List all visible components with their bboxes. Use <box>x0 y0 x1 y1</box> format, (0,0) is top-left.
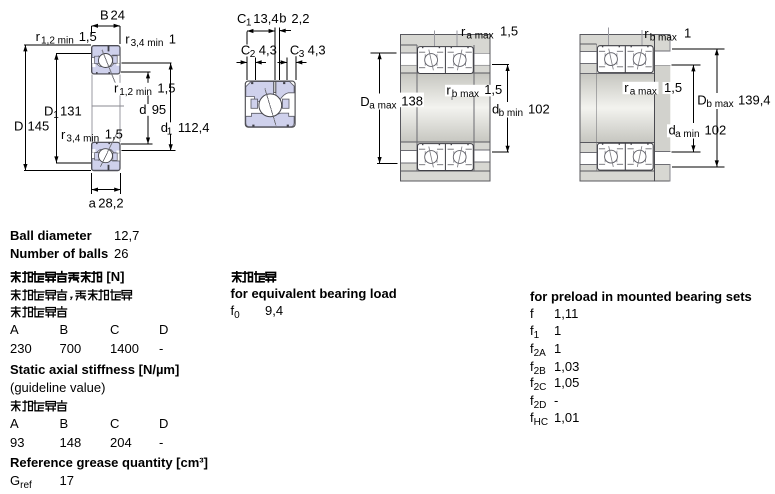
svg-text:1: 1 <box>684 26 691 41</box>
svg-text:b max: b max <box>452 89 479 100</box>
svg-text:D: D <box>44 104 53 119</box>
svg-text:D: D <box>697 93 706 108</box>
svg-text:r: r <box>446 83 451 98</box>
svg-text:1: 1 <box>53 110 59 121</box>
svg-text:4,3: 4,3 <box>259 42 277 57</box>
svg-text:24: 24 <box>111 8 125 23</box>
svg-text:95: 95 <box>152 102 166 117</box>
svg-text:138: 138 <box>401 94 423 109</box>
svg-text:139,4: 139,4 <box>738 92 771 107</box>
svg-text:D: D <box>14 119 23 134</box>
svg-text:1,5: 1,5 <box>79 29 97 44</box>
svg-text:2,2: 2,2 <box>291 11 309 26</box>
svg-text:b max: b max <box>706 99 733 110</box>
svg-text:a max: a max <box>630 87 657 98</box>
svg-text:131: 131 <box>60 104 82 119</box>
svg-text:1,5: 1,5 <box>484 82 502 97</box>
svg-text:r: r <box>461 24 466 39</box>
svg-text:r: r <box>36 29 41 44</box>
svg-text:a min: a min <box>675 129 699 140</box>
svg-text:C: C <box>241 42 250 57</box>
svg-text:r: r <box>114 80 119 95</box>
svg-text:r: r <box>125 31 130 46</box>
svg-text:a: a <box>89 196 97 211</box>
svg-text:3: 3 <box>299 49 305 60</box>
svg-text:1,2 min: 1,2 min <box>41 36 74 47</box>
svg-text:1,5: 1,5 <box>105 127 123 142</box>
svg-text:1,2 min: 1,2 min <box>119 87 152 98</box>
svg-text:b max: b max <box>650 32 677 43</box>
svg-text:r: r <box>61 127 66 142</box>
svg-text:1: 1 <box>246 17 252 28</box>
svg-text:1: 1 <box>167 127 173 138</box>
svg-text:28,2: 28,2 <box>98 196 123 211</box>
svg-text:d: d <box>161 120 168 135</box>
svg-text:2: 2 <box>250 49 256 60</box>
svg-text:3,4 min: 3,4 min <box>66 133 99 144</box>
svg-text:a max: a max <box>369 100 396 111</box>
svg-text:r: r <box>644 26 649 41</box>
svg-text:D: D <box>360 94 369 109</box>
svg-text:3,4 min: 3,4 min <box>131 38 164 49</box>
svg-text:B: B <box>100 8 109 23</box>
svg-text:102: 102 <box>705 123 727 138</box>
svg-text:d: d <box>492 101 499 116</box>
svg-text:1: 1 <box>169 31 176 46</box>
svg-text:a max: a max <box>466 30 493 41</box>
svg-text:102: 102 <box>528 101 550 116</box>
svg-text:145: 145 <box>28 119 50 134</box>
svg-text:1,5: 1,5 <box>664 80 682 95</box>
svg-text:1,5: 1,5 <box>500 23 518 38</box>
svg-text:1,5: 1,5 <box>157 80 175 95</box>
svg-text:C: C <box>290 42 299 57</box>
svg-text:C: C <box>237 11 246 26</box>
svg-text:112,4: 112,4 <box>178 120 210 135</box>
svg-text:r: r <box>624 80 629 95</box>
svg-text:4,3: 4,3 <box>308 42 326 57</box>
svg-text:b min: b min <box>499 108 523 119</box>
svg-text:b: b <box>279 11 286 26</box>
svg-text:d: d <box>669 123 676 138</box>
svg-text:13,4: 13,4 <box>253 11 278 26</box>
svg-text:d: d <box>139 102 146 117</box>
